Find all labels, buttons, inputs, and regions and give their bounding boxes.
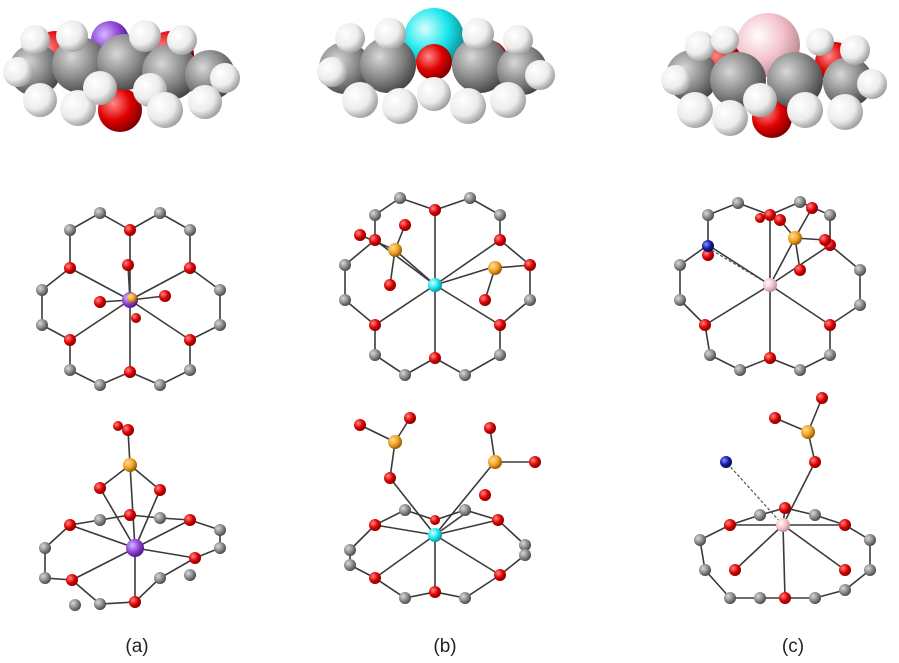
space-filling-model-a [3, 20, 240, 132]
ball-and-stick-side-view-a [39, 421, 226, 611]
ball-and-stick-top-view-a [36, 207, 226, 391]
space-filling-model-b [317, 8, 555, 124]
ball-and-stick-top-view-b [339, 192, 536, 381]
panel-label-a: (a) [125, 636, 148, 657]
ball-and-stick-top-view-c [674, 196, 866, 376]
panel-label-b: (b) [433, 636, 456, 657]
ball-and-stick-side-view-c [694, 392, 876, 604]
space-filling-model-c [661, 13, 887, 138]
ball-and-stick-side-view-b [344, 412, 541, 604]
panel-label-c: (c) [782, 636, 804, 657]
